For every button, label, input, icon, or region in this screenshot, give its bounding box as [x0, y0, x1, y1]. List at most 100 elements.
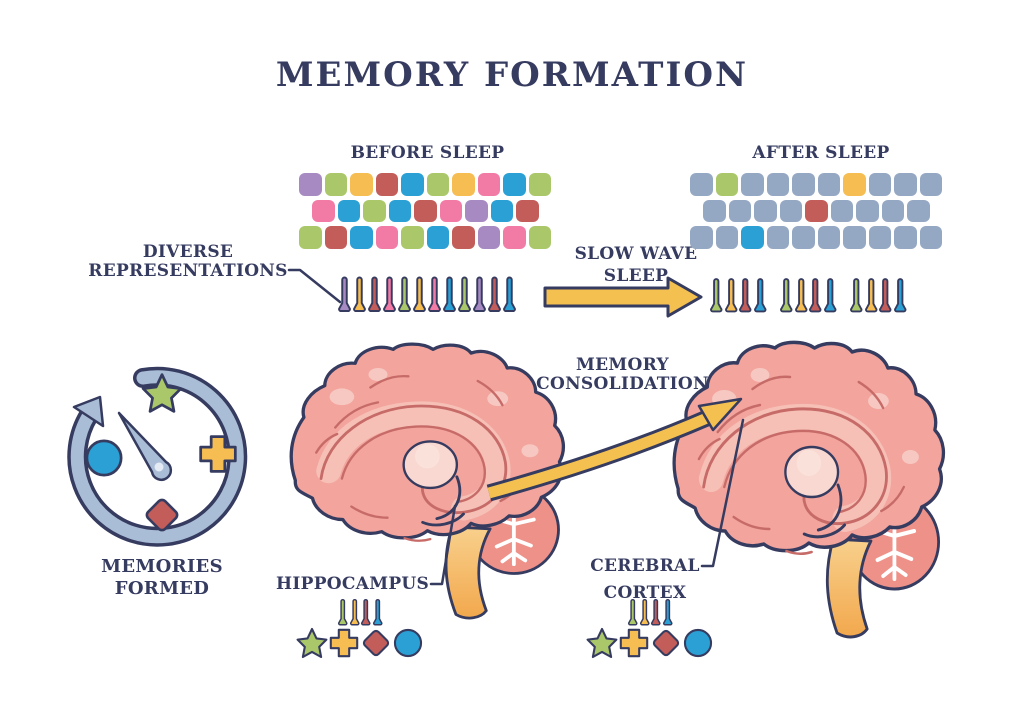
slow-wave-sleep-arrow — [543, 276, 703, 318]
memory-square-red — [805, 199, 828, 222]
memory-square-gray — [856, 199, 879, 222]
plus-icon — [199, 435, 237, 473]
memory-square-pink — [477, 173, 500, 196]
pin-icon-yellow — [794, 278, 807, 313]
memories-formed-icon — [57, 355, 257, 555]
plus-icon — [619, 628, 649, 658]
memory-square-yellow — [350, 173, 373, 196]
memory-square-blue — [350, 226, 373, 249]
pin-icon-blue — [372, 599, 382, 626]
slow-wave-sleep-line1: SLOW WAVE — [574, 244, 698, 264]
after-sleep-grid — [690, 173, 942, 253]
memory-square-red — [324, 226, 347, 249]
memory-square-purple — [477, 226, 500, 249]
circle-icon — [85, 439, 123, 477]
memory-square-gray — [817, 226, 840, 249]
pin-icon-yellow — [353, 276, 366, 312]
pin-icon-blue — [662, 599, 672, 626]
before-sleep-label: BEFORE SLEEP — [350, 143, 505, 163]
memory-square-red — [452, 226, 475, 249]
memory-square-gray — [881, 199, 904, 222]
pin-icon-red — [488, 276, 501, 312]
memory-consolidation-line2: CONSOLIDATION — [536, 374, 709, 394]
slow-wave-sleep-label: SLOW WAVE SLEEP — [561, 243, 711, 287]
pin-icon-red — [879, 278, 892, 313]
pin-icon-green — [458, 276, 471, 312]
memory-square-gray — [690, 226, 713, 249]
hippocampus-pointer — [429, 504, 457, 586]
pin-icon-blue — [443, 276, 456, 312]
memory-square-blue — [401, 173, 424, 196]
pin-icon-green — [398, 276, 411, 312]
cerebral-cortex-label: CEREBRAL CORTEX — [577, 553, 713, 607]
pin-icon-purple — [338, 276, 351, 312]
pin-icon-green — [710, 278, 723, 313]
pin-icon-green — [780, 278, 793, 313]
pin-icon-green — [850, 278, 863, 313]
memory-square-blue — [426, 226, 449, 249]
memory-square-gray — [919, 226, 942, 249]
pin-icon-blue — [753, 278, 766, 313]
grid-row — [703, 199, 942, 222]
memory-square-gray — [754, 199, 777, 222]
pin-icon-red — [651, 599, 661, 626]
memory-square-green — [401, 226, 424, 249]
cerebral-cortex-pins — [627, 598, 673, 626]
pin-icon-yellow — [413, 276, 426, 312]
memory-square-green — [324, 173, 347, 196]
memory-square-green — [426, 173, 449, 196]
pin-icon-blue — [503, 276, 516, 312]
hippocampus-memory-shapes — [296, 627, 424, 659]
pin-group — [709, 275, 767, 315]
memories-formed-line1: MEMORIES — [101, 556, 223, 577]
memory-square-green — [528, 173, 551, 196]
diverse-representations-line1: DIVERSE — [142, 242, 234, 262]
memory-square-gray — [690, 173, 713, 196]
cerebral-cortex-line1: CEREBRAL — [590, 556, 700, 576]
memory-square-pink — [375, 226, 398, 249]
after-sleep-pin-groups — [709, 275, 907, 315]
memory-square-gray — [894, 173, 917, 196]
pin-icon-pink — [428, 276, 441, 312]
memory-square-yellow — [452, 173, 475, 196]
star-icon — [141, 373, 183, 413]
memory-square-gray — [843, 226, 866, 249]
before-sleep-grid — [299, 173, 551, 253]
memory-square-gray — [830, 199, 853, 222]
grid-row — [299, 226, 551, 249]
memory-square-blue — [490, 199, 513, 222]
pin-icon-yellow — [724, 278, 737, 313]
hippocampus-pins — [337, 598, 383, 626]
page-title: MEMORY FORMATION — [275, 55, 749, 95]
memory-square-gray — [766, 226, 789, 249]
memory-square-gray — [817, 173, 840, 196]
memory-square-green — [299, 226, 322, 249]
memory-consolidation-line1: MEMORY — [576, 355, 669, 375]
clock-arrowhead-icon — [72, 395, 105, 428]
pin-icon-red — [809, 278, 822, 313]
pin-icon-red — [368, 276, 381, 312]
pin-icon-blue — [823, 278, 836, 313]
star-icon — [296, 627, 328, 659]
pin-icon-yellow — [639, 599, 649, 626]
pin-icon-pink — [383, 276, 396, 312]
memory-square-purple — [299, 173, 322, 196]
memory-square-gray — [728, 199, 751, 222]
pin-icon-red — [739, 278, 752, 313]
clock-plus-slot — [197, 433, 239, 479]
clock-star-slot — [141, 372, 183, 418]
before-sleep-pins — [337, 273, 517, 315]
memory-square-gray — [907, 199, 930, 222]
diamond-icon — [652, 629, 680, 657]
cerebral-cortex-memory-shapes — [586, 627, 714, 659]
grid-row — [299, 173, 551, 196]
memory-square-gray — [703, 199, 726, 222]
pin-icon-green — [338, 599, 348, 626]
memory-square-green — [715, 173, 738, 196]
memory-square-gray — [868, 173, 891, 196]
grid-row — [312, 199, 551, 222]
diverse-representations-label: DIVERSE REPRESENTATIONS — [88, 243, 288, 281]
clock-hand-icon — [117, 411, 173, 482]
memory-square-red — [414, 199, 437, 222]
